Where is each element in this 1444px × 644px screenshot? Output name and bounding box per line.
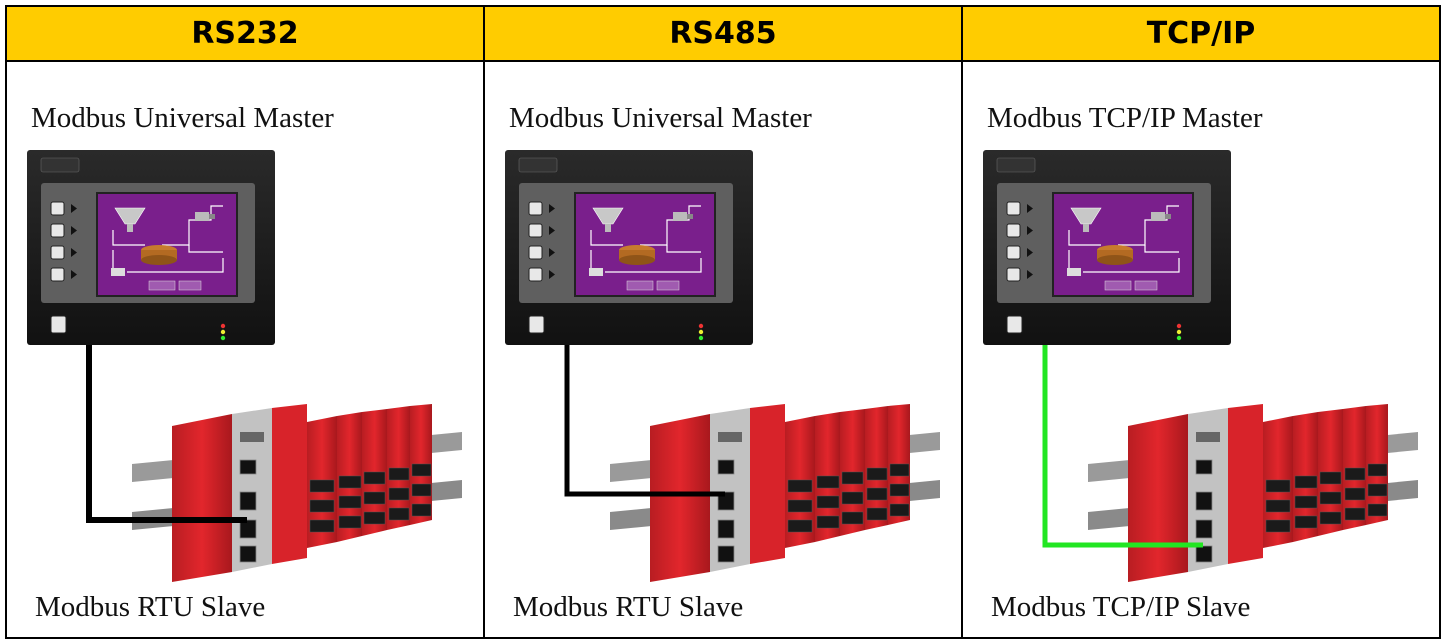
hmi-panel-image (27, 150, 275, 345)
column-header: RS485 (485, 7, 961, 62)
protocol-comparison-table: RS232 Modbus Universal Master Modbus RTU… (5, 5, 1441, 639)
hmi-panel-image (983, 150, 1231, 345)
slave-label: Modbus RTU Slave (513, 591, 744, 623)
io-module-image (1088, 403, 1418, 582)
column-header: TCP/IP (963, 7, 1439, 62)
slave-label: Modbus TCP/IP Slave (991, 591, 1251, 623)
master-label: Modbus Universal Master (31, 102, 334, 134)
column-rs232: RS232 Modbus Universal Master Modbus RTU… (7, 7, 483, 637)
column-rs485: RS485 Modbus Universal Master Modbus RTU… (483, 7, 961, 637)
column-header: RS232 (7, 7, 483, 62)
slave-label: Modbus RTU Slave (35, 591, 266, 623)
column-tcpip: TCP/IP Modbus TCP/IP Master Modbus TCP/I… (961, 7, 1439, 637)
io-module-image (132, 403, 462, 582)
master-label: Modbus TCP/IP Master (987, 102, 1263, 134)
hmi-panel-image (505, 150, 753, 345)
io-module-image (610, 403, 940, 582)
master-label: Modbus Universal Master (509, 102, 812, 134)
